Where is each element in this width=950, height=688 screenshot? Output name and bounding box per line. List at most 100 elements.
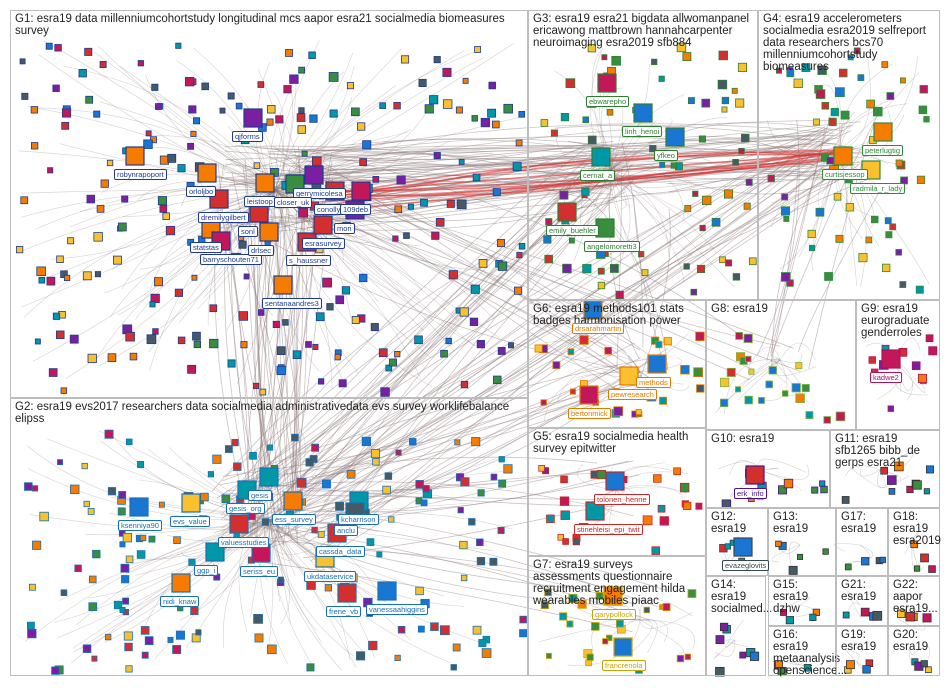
node-avatar[interactable]	[701, 98, 711, 108]
node-avatar[interactable]	[397, 626, 406, 634]
node-avatar[interactable]	[606, 634, 613, 642]
node-avatar[interactable]	[87, 507, 95, 515]
node-avatar[interactable]	[562, 263, 572, 274]
node-avatar[interactable]	[718, 50, 729, 61]
node-avatar[interactable]	[777, 485, 788, 495]
node-avatar[interactable]	[801, 63, 811, 73]
node-label[interactable]: statstas	[190, 242, 222, 253]
node-avatar[interactable]	[124, 642, 133, 652]
node-avatar[interactable]	[655, 341, 663, 349]
node-avatar[interactable]	[888, 488, 896, 495]
node-avatar[interactable]	[676, 654, 685, 663]
node-avatar[interactable]	[266, 118, 274, 126]
node-label[interactable]: robynrapoport	[114, 169, 167, 180]
node-avatar[interactable]	[275, 115, 284, 124]
node-avatar[interactable]	[775, 67, 782, 74]
node-avatar[interactable]	[125, 438, 133, 446]
node-avatar[interactable]	[361, 436, 372, 447]
node-avatar[interactable]	[813, 118, 820, 126]
node-avatar[interactable]	[94, 271, 101, 278]
node-avatar[interactable]	[38, 276, 46, 284]
featured-avatar[interactable]	[259, 222, 279, 242]
node-avatar[interactable]	[476, 538, 484, 547]
node-avatar[interactable]	[45, 42, 53, 50]
node-avatar[interactable]	[177, 164, 186, 173]
node-avatar[interactable]	[209, 338, 219, 349]
node-avatar[interactable]	[841, 496, 850, 504]
node-avatar[interactable]	[835, 411, 846, 422]
node-avatar[interactable]	[380, 387, 390, 397]
node-avatar[interactable]	[191, 274, 198, 281]
node-avatar[interactable]	[341, 286, 351, 295]
node-avatar[interactable]	[516, 252, 523, 259]
node-avatar[interactable]	[833, 192, 842, 201]
node-avatar[interactable]	[720, 398, 729, 407]
node-avatar[interactable]	[157, 196, 167, 206]
node-avatar[interactable]	[861, 557, 870, 566]
node-avatar[interactable]	[881, 263, 891, 273]
node-label[interactable]: orloljbo	[186, 186, 217, 197]
node-avatar[interactable]	[824, 272, 833, 281]
node-avatar[interactable]	[125, 331, 135, 342]
node-avatar[interactable]	[335, 295, 345, 305]
node-avatar[interactable]	[227, 359, 236, 368]
node-avatar[interactable]	[659, 516, 669, 526]
node-avatar[interactable]	[376, 551, 383, 558]
node-avatar[interactable]	[460, 380, 469, 389]
node-avatar[interactable]	[454, 439, 461, 446]
node-avatar[interactable]	[257, 309, 265, 316]
node-avatar[interactable]	[400, 55, 410, 64]
node-avatar[interactable]	[30, 106, 39, 114]
node-avatar[interactable]	[267, 644, 277, 655]
node-label[interactable]: sonl	[238, 226, 258, 237]
node-avatar[interactable]	[372, 176, 380, 183]
featured-avatar[interactable]	[873, 122, 893, 142]
node-avatar[interactable]	[492, 188, 501, 197]
node-label[interactable]: conolly	[314, 204, 344, 215]
featured-avatar[interactable]	[557, 202, 577, 222]
node-avatar[interactable]	[884, 217, 892, 225]
node-label[interactable]: erk_info	[734, 488, 767, 499]
node-avatar[interactable]	[60, 589, 68, 597]
featured-avatar[interactable]	[733, 537, 753, 557]
node-avatar[interactable]	[881, 61, 889, 68]
node-avatar[interactable]	[559, 612, 568, 621]
node-label[interactable]: ebwarepho	[586, 96, 630, 107]
node-avatar[interactable]	[253, 162, 261, 169]
node-avatar[interactable]	[121, 575, 130, 584]
node-avatar[interactable]	[21, 92, 29, 100]
node-avatar[interactable]	[581, 187, 590, 196]
node-avatar[interactable]	[289, 74, 299, 84]
featured-avatar[interactable]	[579, 385, 599, 405]
node-avatar[interactable]	[261, 518, 270, 526]
node-avatar[interactable]	[407, 203, 414, 210]
node-avatar[interactable]	[51, 666, 60, 675]
node-avatar[interactable]	[308, 51, 316, 59]
node-avatar[interactable]	[460, 477, 470, 487]
node-avatar[interactable]	[433, 56, 441, 64]
node-avatar[interactable]	[190, 130, 197, 137]
node-avatar[interactable]	[254, 633, 264, 643]
node-avatar[interactable]	[830, 107, 839, 117]
node-avatar[interactable]	[209, 304, 218, 313]
node-avatar[interactable]	[117, 222, 127, 232]
node-avatar[interactable]	[545, 218, 553, 226]
node-avatar[interactable]	[188, 558, 196, 566]
node-avatar[interactable]	[840, 110, 850, 120]
node-avatar[interactable]	[715, 635, 725, 645]
node-avatar[interactable]	[735, 98, 745, 108]
node-avatar[interactable]	[82, 271, 92, 281]
node-avatar[interactable]	[52, 312, 61, 320]
node-avatar[interactable]	[768, 366, 777, 375]
node-avatar[interactable]	[498, 456, 505, 463]
node-avatar[interactable]	[887, 475, 897, 485]
node-avatar[interactable]	[688, 97, 695, 105]
node-avatar[interactable]	[587, 135, 597, 145]
node-avatar[interactable]	[158, 501, 165, 508]
node-avatar[interactable]	[297, 125, 306, 134]
node-avatar[interactable]	[519, 615, 527, 624]
node-avatar[interactable]	[795, 362, 803, 370]
node-avatar[interactable]	[586, 653, 594, 661]
node-avatar[interactable]	[311, 526, 318, 534]
node-avatar[interactable]	[146, 334, 157, 345]
